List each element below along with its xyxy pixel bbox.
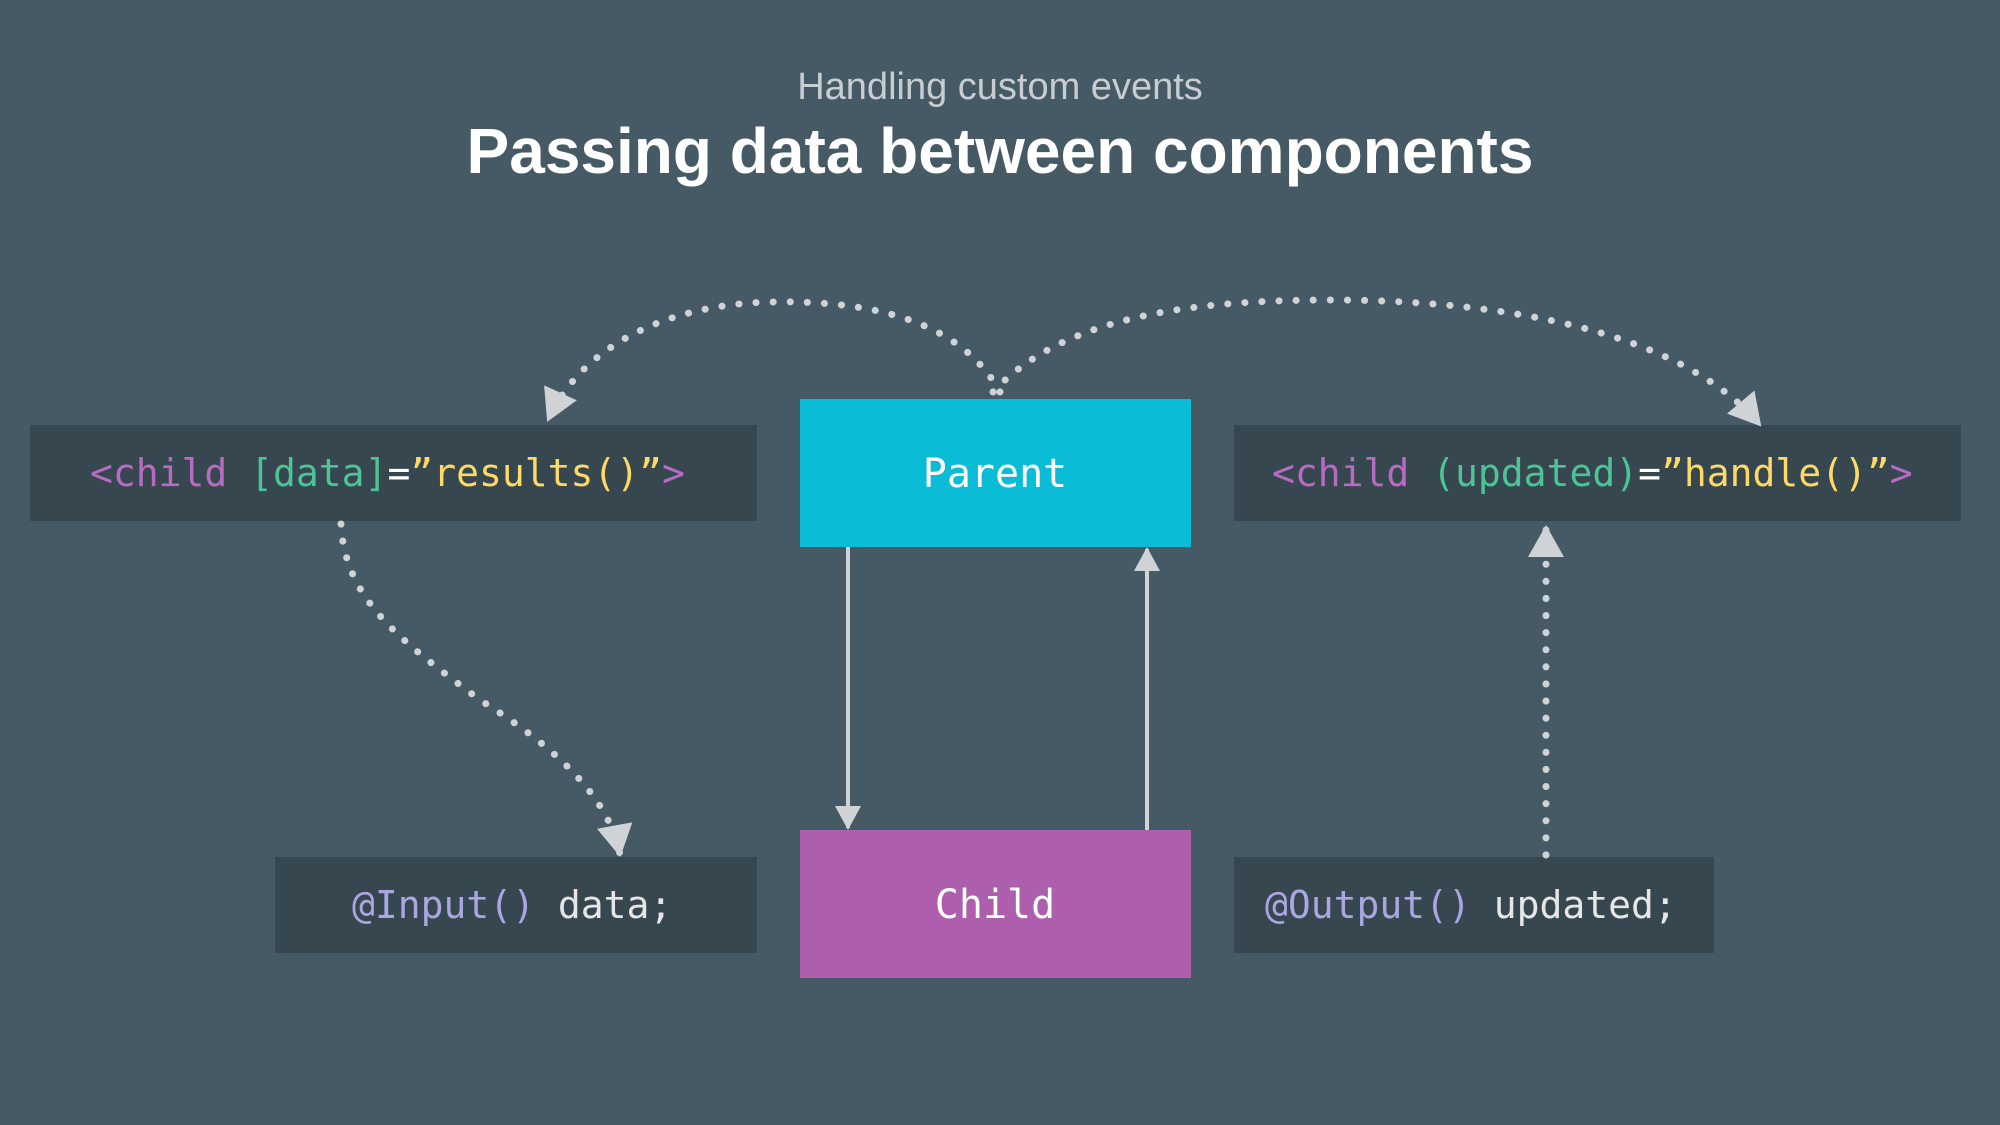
code-token: child — [1295, 451, 1409, 495]
code-token: ”handle()” — [1661, 451, 1890, 495]
code-token: (updated) — [1432, 451, 1638, 495]
output-decl-code: @Output() updated; — [1265, 883, 1677, 927]
parent-to-input-binding-arrow — [544, 298, 1004, 424]
output-binding-box — [1234, 425, 1961, 521]
code-token: ”results()” — [410, 451, 662, 495]
parent-node — [800, 399, 1191, 547]
output-binding-code: <child (updated)=”handle()”> — [1272, 451, 1913, 495]
input-binding-to-input-decl-arrow — [337, 520, 633, 859]
input-binding-code: <child [data]=”results()”> — [90, 451, 685, 495]
code-token: > — [1890, 451, 1913, 495]
child-node — [800, 830, 1191, 978]
input-decl-box — [275, 857, 757, 953]
code-token: < — [90, 451, 113, 495]
input-decl-code: @Input() data; — [352, 883, 672, 927]
code-token: @Output() — [1265, 883, 1471, 927]
code-token: > — [662, 451, 685, 495]
code-token — [227, 451, 250, 495]
code-token: < — [1272, 451, 1295, 495]
code-token — [1409, 451, 1432, 495]
child-label: Child — [935, 882, 1055, 928]
code-token: = — [387, 451, 410, 495]
parent-label: Parent — [923, 451, 1068, 497]
page-title: Passing data between components — [466, 115, 1534, 187]
code-token: @Input() — [352, 883, 535, 927]
input-binding-box — [30, 425, 757, 521]
code-token: = — [1638, 451, 1661, 495]
parent-to-output-binding-arrow — [989, 296, 1764, 429]
code-token: [data] — [250, 451, 387, 495]
code-token: updated; — [1471, 883, 1677, 927]
subtitle: Handling custom events — [797, 66, 1203, 108]
code-token: data; — [535, 883, 672, 927]
code-token: child — [113, 451, 227, 495]
output-decl-box — [1234, 857, 1714, 953]
